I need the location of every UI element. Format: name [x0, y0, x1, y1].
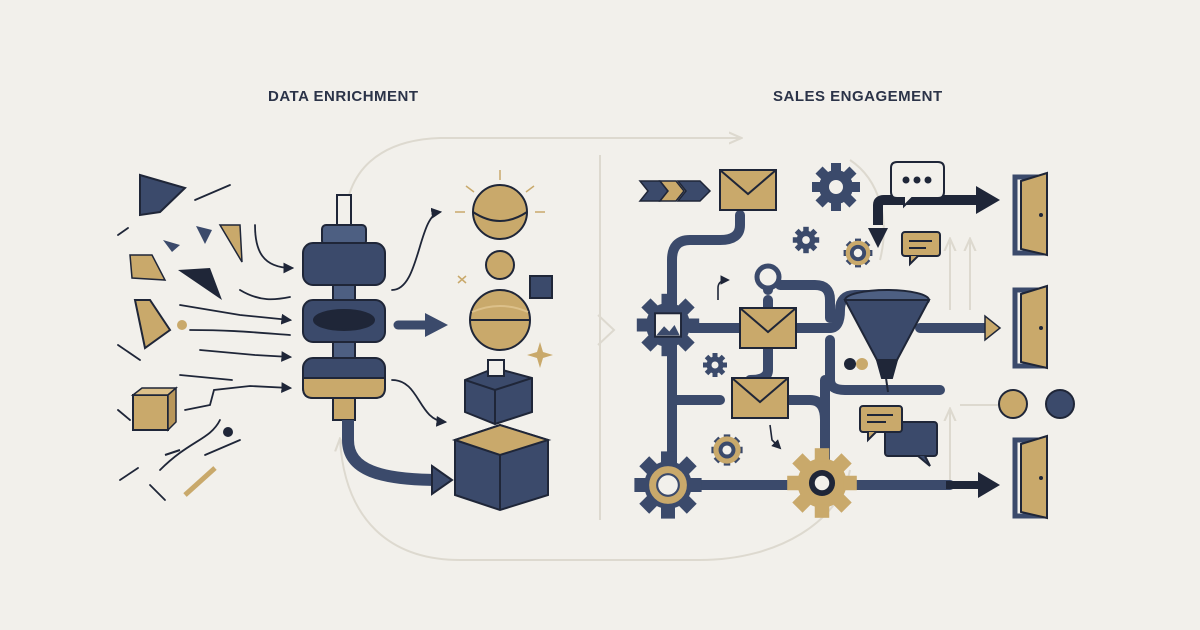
chevron-arrows-icon: [638, 180, 712, 202]
gear-icon: [843, 238, 873, 268]
outcome-arrowhead: [984, 314, 1002, 342]
sales-engagement-title: SALES ENGAGEMENT: [773, 88, 943, 105]
door-icon: [1015, 436, 1047, 518]
status-dot: [1045, 389, 1075, 419]
enriched-results: [451, 170, 553, 512]
chat-bubble-icon: [890, 161, 945, 209]
email-envelope-icon: [739, 307, 797, 349]
enrichment-processor: [302, 194, 454, 496]
gear-icon: [792, 226, 820, 254]
output-arrows: [391, 207, 448, 427]
status-dot: [998, 389, 1028, 419]
door-icon: [1015, 173, 1047, 255]
pipe-network: [667, 210, 990, 490]
image-gear-icon: [636, 293, 700, 357]
door-icon: [1015, 286, 1047, 368]
gear-icon: [703, 353, 727, 377]
email-envelope-icon: [719, 169, 777, 211]
small-arrow: [769, 424, 782, 450]
gear-icon: [634, 451, 702, 519]
pipe-node: [754, 263, 782, 291]
outcome-arrowhead: [978, 472, 1000, 498]
main-output-arrowhead: [425, 313, 448, 337]
small-arrow: [717, 275, 730, 300]
chat-bubble-icon: [901, 231, 941, 267]
chat-bubble-icon: [859, 405, 938, 467]
sales-funnel-icon: [843, 186, 1000, 393]
gear-icon: [812, 163, 860, 211]
inflow-arrows: [117, 184, 295, 501]
data-enrichment-title: DATA ENRICHMENT: [268, 88, 419, 105]
status-dot: [844, 358, 856, 370]
email-envelope-icon: [731, 377, 789, 419]
raw-data-fragments: [129, 173, 243, 497]
status-dot: [856, 358, 868, 370]
gear-icon: [787, 448, 857, 518]
gear-icon: [711, 434, 743, 466]
sparkle-rays: [455, 170, 545, 213]
